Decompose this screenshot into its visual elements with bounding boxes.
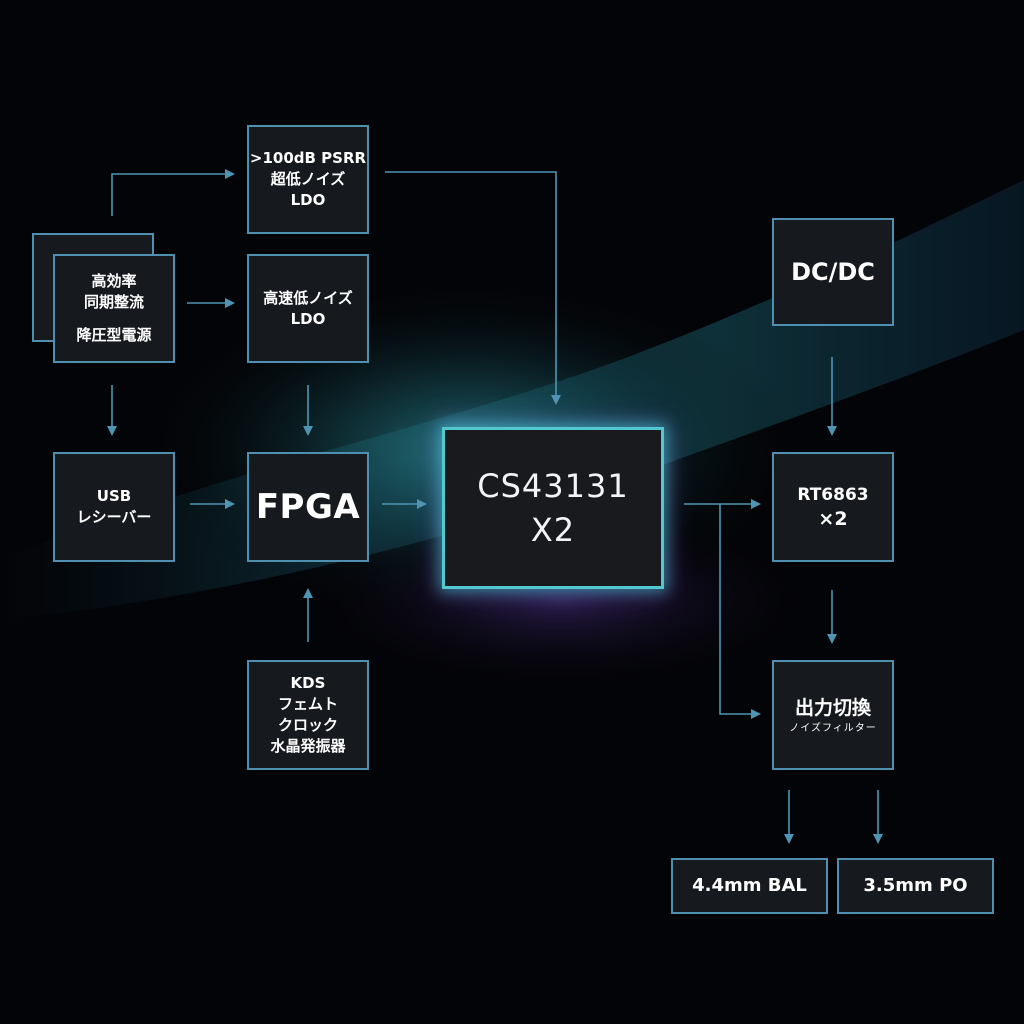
- rt6863-line-1: RT6863: [797, 485, 869, 505]
- output-switch-block: 出力切換 ノイズフィルター: [772, 660, 894, 770]
- fast-ldo-line-1: 高速低ノイズ: [263, 288, 353, 307]
- po-label: 3.5mm PO: [863, 875, 968, 896]
- wire-buck-to-psrr-ldo: [111, 169, 235, 216]
- usb-line-1: USB: [96, 487, 132, 505]
- psrr-ldo-line-3: LDO: [290, 191, 326, 209]
- fast-ldo-line-2: LDO: [290, 309, 326, 328]
- fpga-label: FPGA: [255, 487, 361, 527]
- dcdc-label: DC/DC: [791, 258, 875, 286]
- psrr-ldo-block: >100dB PSRR 超低ノイズ LDO: [247, 125, 369, 234]
- dac-line-1: CS43131: [477, 467, 629, 505]
- psrr-ldo-line-2: 超低ノイズ: [270, 170, 346, 188]
- kds-line-4: 水晶発振器: [270, 737, 346, 755]
- wire-psrr-ldo-to-dac: [385, 171, 561, 405]
- rt6863-block: RT6863 ×2: [772, 452, 894, 562]
- kds-line-2: フェムト: [277, 695, 338, 713]
- po-output-block: 3.5mm PO: [837, 858, 994, 914]
- kds-line-1: KDS: [290, 674, 326, 692]
- fast-ldo-block: 高速低ノイズ LDO: [247, 254, 369, 363]
- usb-line-2: レシーバー: [76, 508, 152, 526]
- psrr-ldo-line-1: >100dB PSRR: [249, 149, 367, 167]
- dac-chip-block: CS43131 X2: [442, 427, 664, 589]
- dcdc-block: DC/DC: [772, 218, 894, 326]
- kds-clock-block: KDS フェムト クロック 水晶発振器: [247, 660, 369, 770]
- wire-dac-to-output-switch: [719, 504, 761, 719]
- buck-line-3: 降圧型電源: [76, 326, 152, 344]
- output-switch-title: 出力切換: [794, 697, 871, 719]
- output-switch-subtitle: ノイズフィルター: [789, 723, 877, 734]
- fpga-block: FPGA: [247, 452, 369, 562]
- usb-receiver-block: USB レシーバー: [53, 452, 175, 562]
- buck-line-1: 高効率: [91, 272, 137, 290]
- rt6863-line-2: ×2: [818, 508, 848, 530]
- bal-label: 4.4mm BAL: [692, 875, 807, 896]
- buck-converter-block: 高効率 同期整流 降圧型電源: [53, 254, 175, 363]
- buck-line-2: 同期整流: [83, 293, 144, 311]
- bal-output-block: 4.4mm BAL: [671, 858, 828, 914]
- dac-line-2: X2: [530, 511, 576, 549]
- kds-line-3: クロック: [277, 716, 338, 734]
